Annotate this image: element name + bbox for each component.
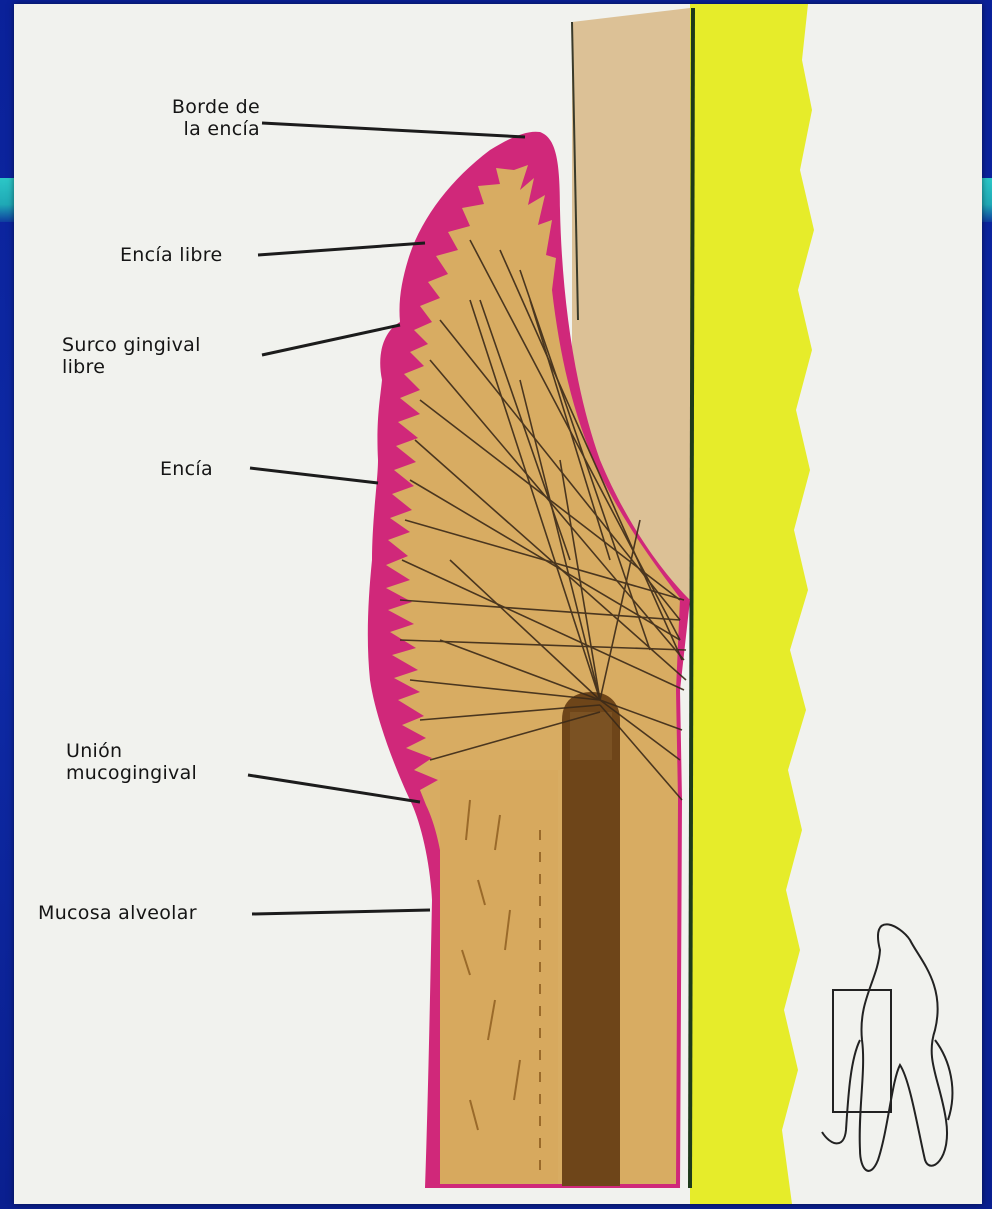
tooth-thumbnail-icon bbox=[822, 924, 952, 1171]
leader-encia bbox=[250, 468, 378, 483]
label-union-mucogingival: Unión mucogingival bbox=[66, 740, 197, 784]
label-borde-de-la-encia: Borde de la encía bbox=[130, 96, 260, 140]
leader-encia-libre bbox=[258, 243, 425, 255]
alveolar-bone-crest bbox=[562, 692, 620, 1186]
label-mucosa-alveolar: Mucosa alveolar bbox=[38, 902, 197, 924]
label-surco-gingival-libre: Surco gingival libre bbox=[62, 334, 201, 378]
leader-surco bbox=[262, 325, 400, 355]
label-encia-libre: Encía libre bbox=[120, 244, 222, 266]
label-encia: Encía bbox=[160, 458, 213, 480]
leader-borde bbox=[262, 123, 525, 137]
leader-union bbox=[248, 775, 420, 802]
leader-mucosa bbox=[252, 910, 430, 914]
yellow-tissue-strip bbox=[690, 4, 814, 1204]
